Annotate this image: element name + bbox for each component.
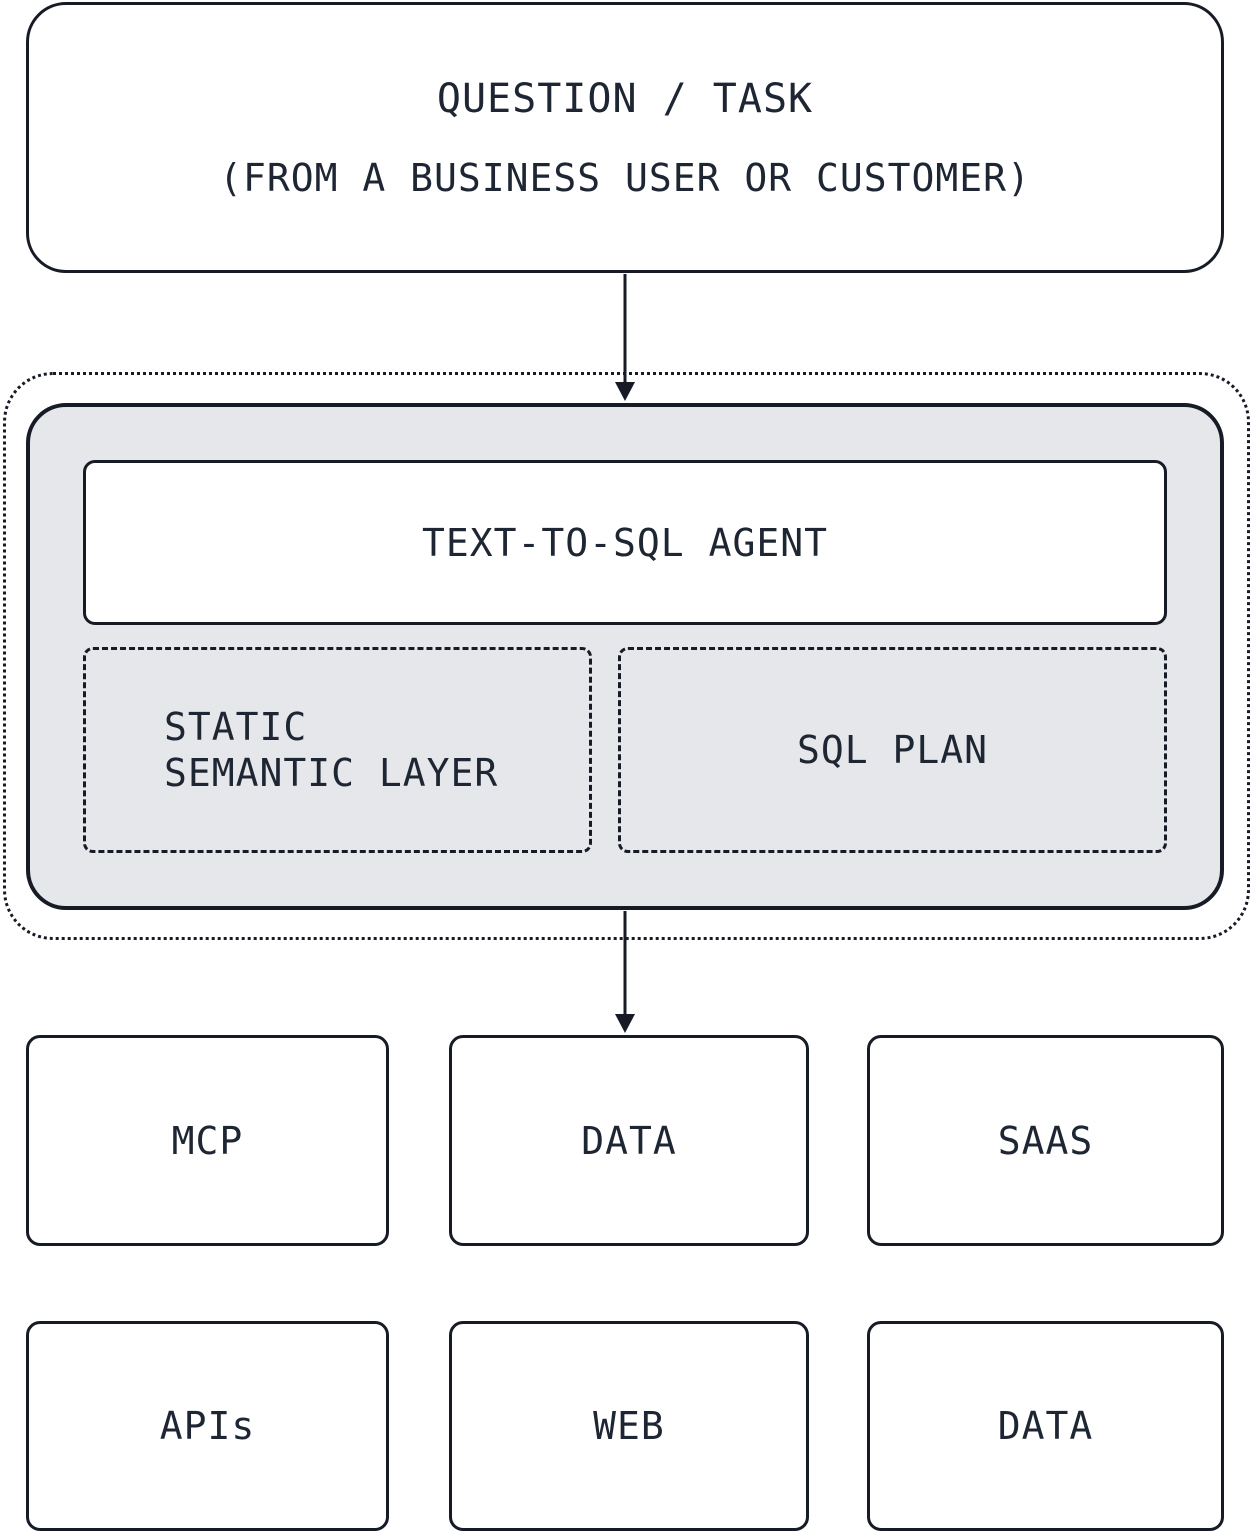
text-to-sql-agent-box: TEXT-TO-SQL AGENT	[83, 460, 1167, 625]
source-mcp-box: MCP	[26, 1035, 389, 1246]
source-data-box-2: DATA	[867, 1321, 1224, 1531]
source-web-label: WEB	[593, 1404, 665, 1448]
source-apis-box: APIs	[26, 1321, 389, 1531]
semantic-layer-line2: SEMANTIC LAYER	[164, 751, 499, 795]
sql-plan-label: SQL PLAN	[796, 728, 989, 772]
agent-boundary-dotted	[3, 372, 1250, 940]
sql-plan-box: SQL PLAN	[618, 647, 1167, 853]
source-mcp-label: MCP	[171, 1118, 244, 1163]
source-web-box: WEB	[449, 1321, 809, 1531]
static-semantic-layer-box: STATIC SEMANTIC LAYER	[83, 647, 592, 853]
question-task-box: QUESTION / TASK (FROM A BUSINESS USER OR…	[26, 2, 1224, 273]
source-data-2-label: DATA	[997, 1404, 1094, 1448]
source-saas-label: SAAS	[997, 1118, 1094, 1163]
source-data-box: DATA	[449, 1035, 809, 1246]
question-subtitle: (FROM A BUSINESS USER OR CUSTOMER)	[219, 155, 1031, 200]
agent-label: TEXT-TO-SQL AGENT	[422, 520, 828, 565]
question-title: QUESTION / TASK	[436, 75, 814, 122]
source-data-label: DATA	[581, 1118, 677, 1163]
semantic-layer-line1: STATIC	[164, 705, 308, 749]
source-apis-label: APIs	[159, 1404, 256, 1448]
source-saas-box: SAAS	[867, 1035, 1224, 1246]
